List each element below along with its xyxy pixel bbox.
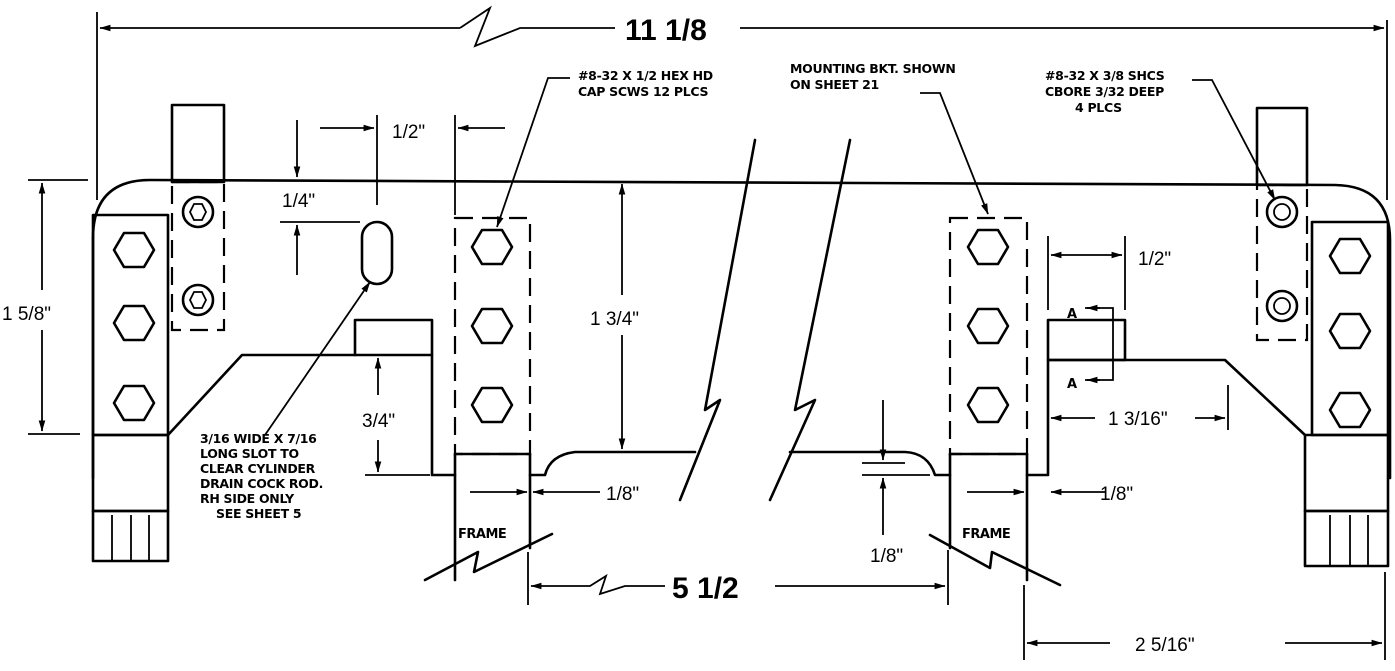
socket-head-screw-icon xyxy=(1265,195,1299,229)
hex-screw-icon xyxy=(1328,312,1372,350)
hex-screw-icon xyxy=(966,307,1010,345)
dim-step-center: 1/8" xyxy=(862,400,930,567)
dim-text: 1/8" xyxy=(606,484,639,505)
note-line: CAP SCWS 12 PLCS xyxy=(578,84,708,99)
note-line: #8-32 X 1/2 HEX HD xyxy=(578,68,713,83)
note-slot: 3/16 WIDE X 7/16 LONG SLOT TO CLEAR CYLI… xyxy=(200,281,371,521)
note-line: #8-32 X 3/8 SHCS xyxy=(1045,68,1165,83)
hex-screw-icon xyxy=(112,384,156,422)
hex-screw-icon xyxy=(470,307,514,345)
hex-screw-icon xyxy=(470,386,514,424)
dim-text: 1 3/4" xyxy=(590,309,639,330)
socket-head-screw-icon xyxy=(181,195,215,229)
drain-slot xyxy=(360,220,394,286)
dim-text: 5 1/2 xyxy=(672,572,739,605)
right-end-block xyxy=(1303,220,1390,568)
note-hex-screws: #8-32 X 1/2 HEX HD CAP SCWS 12 PLCS xyxy=(496,68,713,228)
dim-text: 1/4" xyxy=(282,191,315,212)
dim-text: 1 5/8" xyxy=(2,304,51,325)
dim-overall-length: 11 1/8 xyxy=(96,5,1388,200)
hex-screw-icon xyxy=(1328,237,1372,275)
hex-screw-icon xyxy=(112,304,156,342)
dim-gap-left: 1/8" xyxy=(470,484,639,505)
dim-frame-spacing: 5 1/2 xyxy=(527,550,949,605)
note-line: SEE SHEET 5 xyxy=(216,506,301,521)
note-shcs: #8-32 X 3/8 SHCS CBORE 3/32 DEEP 4 PLCS xyxy=(1045,68,1276,201)
dim-pad-height: 3/4" xyxy=(362,357,430,476)
break-lines xyxy=(678,138,852,502)
note-line: 3/16 WIDE X 7/16 xyxy=(200,431,317,446)
left-mounting-bracket xyxy=(170,103,226,332)
hex-screw-icon xyxy=(112,231,156,269)
note-line: 4 PLCS xyxy=(1075,100,1122,115)
dim-overhang-right: 2 5/16" xyxy=(1023,572,1386,660)
dim-gap-right: 1/8" xyxy=(967,484,1133,505)
hex-screw-icon xyxy=(470,228,514,266)
note-mounting-bracket: MOUNTING BKT. SHOWN ON SHEET 21 xyxy=(790,61,989,215)
note-line: CBORE 3/32 DEEP xyxy=(1045,84,1164,99)
note-line: LONG SLOT TO xyxy=(200,446,299,461)
socket-head-screw-icon xyxy=(1265,289,1299,323)
frame-label-right: FRAME xyxy=(962,527,1010,542)
dim-height-center: 1 3/4" xyxy=(590,183,639,450)
dim-text: 1 3/16" xyxy=(1108,409,1168,430)
note-line: RH SIDE ONLY xyxy=(200,491,295,506)
dim-pad-offset-right: 1 3/16" xyxy=(1050,385,1229,430)
note-line: DRAIN COCK ROD. xyxy=(200,476,323,491)
right-mounting-bracket xyxy=(1255,106,1309,342)
right-pad xyxy=(1046,318,1127,362)
dim-text: 1/2" xyxy=(1138,249,1171,270)
dim-text: 1/2" xyxy=(392,122,425,143)
dim-slot-vertical: 1/4" xyxy=(280,120,360,275)
note-line: CLEAR CYLINDER xyxy=(200,461,316,476)
dim-pad-width-right: 1/2" xyxy=(1047,236,1171,310)
left-end-block xyxy=(91,213,170,563)
dim-text: 2 5/16" xyxy=(1135,635,1195,656)
left-frame-block: FRAME xyxy=(423,216,554,582)
dim-text: 1/8" xyxy=(870,546,903,567)
dim-slot-horizontal: 1/2" xyxy=(320,115,505,215)
dim-text: 3/4" xyxy=(362,411,395,432)
section-marker-a: A A xyxy=(1067,304,1114,392)
hex-screw-icon xyxy=(966,228,1010,266)
note-line: ON SHEET 21 xyxy=(790,77,879,92)
right-frame-block: FRAME xyxy=(928,216,1062,587)
dim-height-left: 1 5/8" xyxy=(2,179,88,435)
left-pad xyxy=(353,318,434,357)
hex-screw-icon xyxy=(1328,391,1372,429)
dim-text: 11 1/8 xyxy=(625,14,707,47)
section-label: A xyxy=(1067,377,1077,392)
socket-head-screw-icon xyxy=(181,283,215,317)
frame-label-left: FRAME xyxy=(458,527,506,542)
section-label: A xyxy=(1067,307,1077,322)
dim-text: 1/8" xyxy=(1100,484,1133,505)
note-line: MOUNTING BKT. SHOWN xyxy=(790,61,956,76)
hex-screw-icon xyxy=(966,386,1010,424)
